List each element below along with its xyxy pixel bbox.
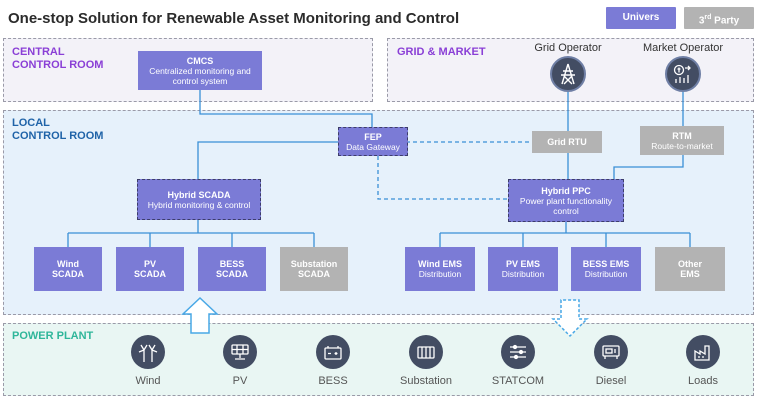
- plant-label-statcom: STATCOM: [491, 375, 545, 387]
- rtm-title: RTM: [672, 130, 692, 141]
- substation-scada-box: Substation SCADA: [280, 247, 348, 291]
- hybrid-ppc-sub: Power plant functionality control: [519, 195, 613, 216]
- plant-label-bess: BESS: [318, 375, 348, 387]
- plant-label-pv: PV: [232, 375, 248, 387]
- central-control-room-label: CENTRAL CONTROL ROOM: [12, 46, 104, 71]
- cmcs-sub: Centralized monitoring and control syste…: [149, 65, 251, 86]
- pv-scada-box: PV SCADA: [116, 247, 184, 291]
- wind-scada-box: Wind SCADA: [34, 247, 102, 291]
- grid-rtu-box: Grid RTU: [532, 131, 602, 153]
- legend-third-party: 3rd Party: [684, 7, 754, 29]
- page-title: One-stop Solution for Renewable Asset Mo…: [8, 10, 460, 27]
- wind-turbine-icon: [131, 335, 165, 369]
- wind-ems-box: Wind EMS Distribution: [405, 247, 475, 291]
- power-plant-label: POWER PLANT: [12, 330, 94, 342]
- plant-label-loads: Loads: [688, 375, 718, 387]
- down-arrow-icon: [551, 299, 589, 338]
- battery-icon: [316, 335, 350, 369]
- solar-panel-icon: [223, 335, 257, 369]
- legend-univers: Univers: [606, 7, 676, 29]
- grid-market-label: GRID & MARKET: [397, 46, 486, 58]
- bess-ems-box: BESS EMS Distribution: [571, 247, 641, 291]
- line-fep-ppc: [377, 156, 508, 200]
- grid-rtu-title: Grid RTU: [547, 137, 587, 147]
- fep-title: FEP: [364, 131, 382, 142]
- power-plant-zone: [3, 323, 754, 396]
- line-rtm-ppc: [613, 155, 684, 179]
- plant-label-wind: Wind: [135, 375, 161, 387]
- market-operator-label: Market Operator: [642, 42, 724, 54]
- diesel-generator-icon: [594, 335, 628, 369]
- local-control-room-label: LOCAL CONTROL ROOM: [12, 117, 104, 142]
- grid-operator-label: Grid Operator: [534, 42, 602, 54]
- line-cmcs-fep: [199, 90, 373, 127]
- plant-label-substation: Substation: [400, 375, 452, 387]
- fep-box: FEP Data Gateway: [338, 127, 408, 156]
- fep-sub: Data Gateway: [346, 141, 400, 152]
- hybrid-scada-box: Hybrid SCADA Hybrid monitoring & control: [137, 179, 261, 220]
- cmcs-box: CMCS Centralized monitoring and control …: [138, 51, 262, 90]
- rtm-sub: Route-to-market: [651, 140, 713, 151]
- statcom-icon: [501, 335, 535, 369]
- bess-scada-box: BESS SCADA: [198, 247, 266, 291]
- plant-label-diesel: Diesel: [595, 375, 627, 387]
- pv-ems-box: PV EMS Distribution: [488, 247, 558, 291]
- hybrid-scada-sub: Hybrid monitoring & control: [147, 199, 251, 210]
- up-arrow-icon: [181, 296, 219, 334]
- market-exchange-icon: [665, 56, 701, 92]
- cmcs-title: CMCS: [186, 55, 214, 66]
- line-fep-scada: [197, 141, 340, 179]
- hybrid-ppc-box: Hybrid PPC Power plant functionality con…: [508, 179, 624, 222]
- factory-loads-icon: [686, 335, 720, 369]
- hybrid-ppc-title: Hybrid PPC: [541, 185, 591, 196]
- substation-icon: [409, 335, 443, 369]
- hybrid-scada-title: Hybrid SCADA: [167, 189, 231, 200]
- rtm-box: RTM Route-to-market: [640, 126, 724, 155]
- other-ems-box: Other EMS: [655, 247, 725, 291]
- transmission-tower-icon: [550, 56, 586, 92]
